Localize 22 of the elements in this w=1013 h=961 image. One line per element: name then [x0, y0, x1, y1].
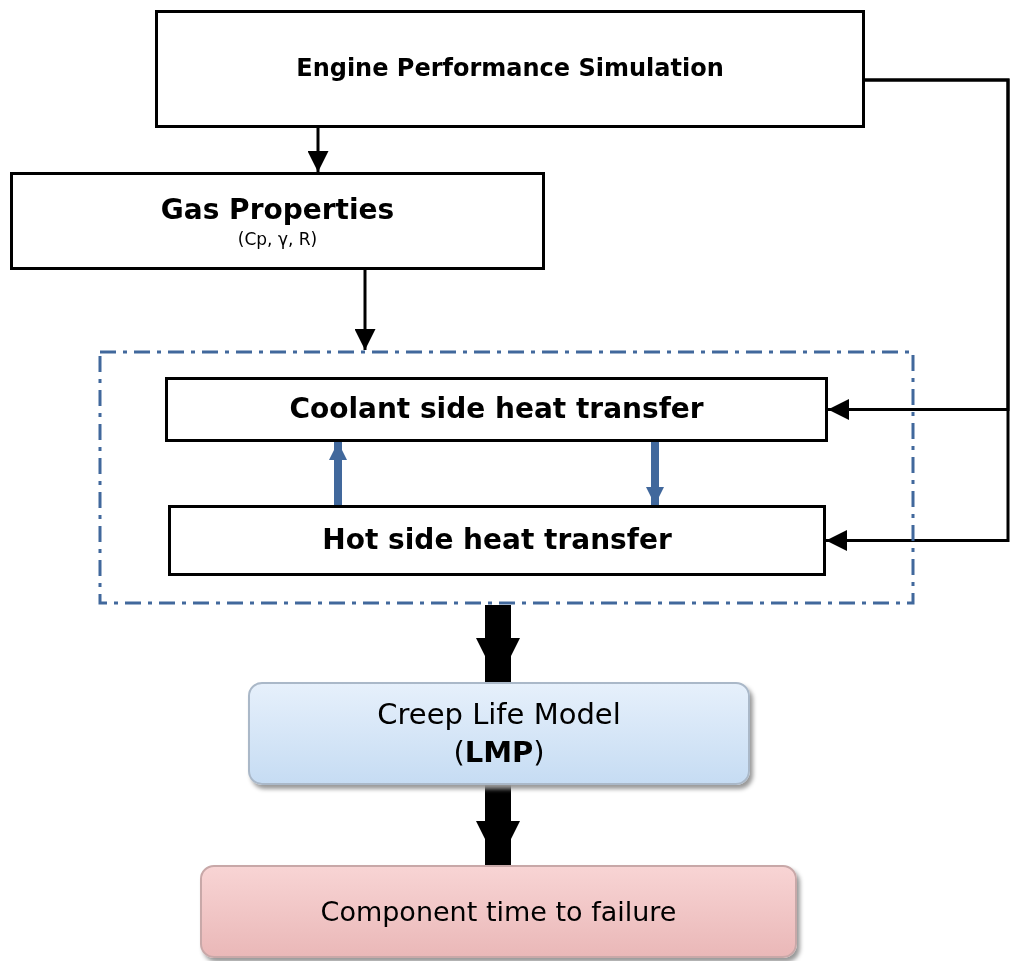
- node-label: (LMP): [453, 733, 545, 771]
- node-label: Engine Performance Simulation: [296, 53, 724, 85]
- arrow: [826, 78, 1010, 551]
- arrow: [476, 785, 520, 865]
- arrow: [354, 270, 376, 350]
- arrow: [329, 442, 347, 505]
- process-box: [10, 172, 545, 270]
- process-box: [165, 377, 828, 442]
- arrow: [307, 128, 329, 172]
- node-label: Creep Life Model: [377, 695, 621, 733]
- node-label: (Cp, γ, R): [237, 228, 318, 251]
- arrow: [646, 442, 664, 505]
- process-box: [168, 505, 826, 576]
- node-label: Gas Properties: [160, 191, 395, 228]
- process-box: [248, 682, 750, 785]
- group-frame: [98, 350, 915, 605]
- node-label: Coolant side heat transfer: [289, 391, 704, 428]
- node-label: Hot side heat transfer: [322, 522, 672, 559]
- node-label: Component time to failure: [320, 894, 677, 929]
- arrow: [476, 605, 520, 682]
- process-box: [155, 10, 865, 128]
- result-box: [200, 865, 797, 958]
